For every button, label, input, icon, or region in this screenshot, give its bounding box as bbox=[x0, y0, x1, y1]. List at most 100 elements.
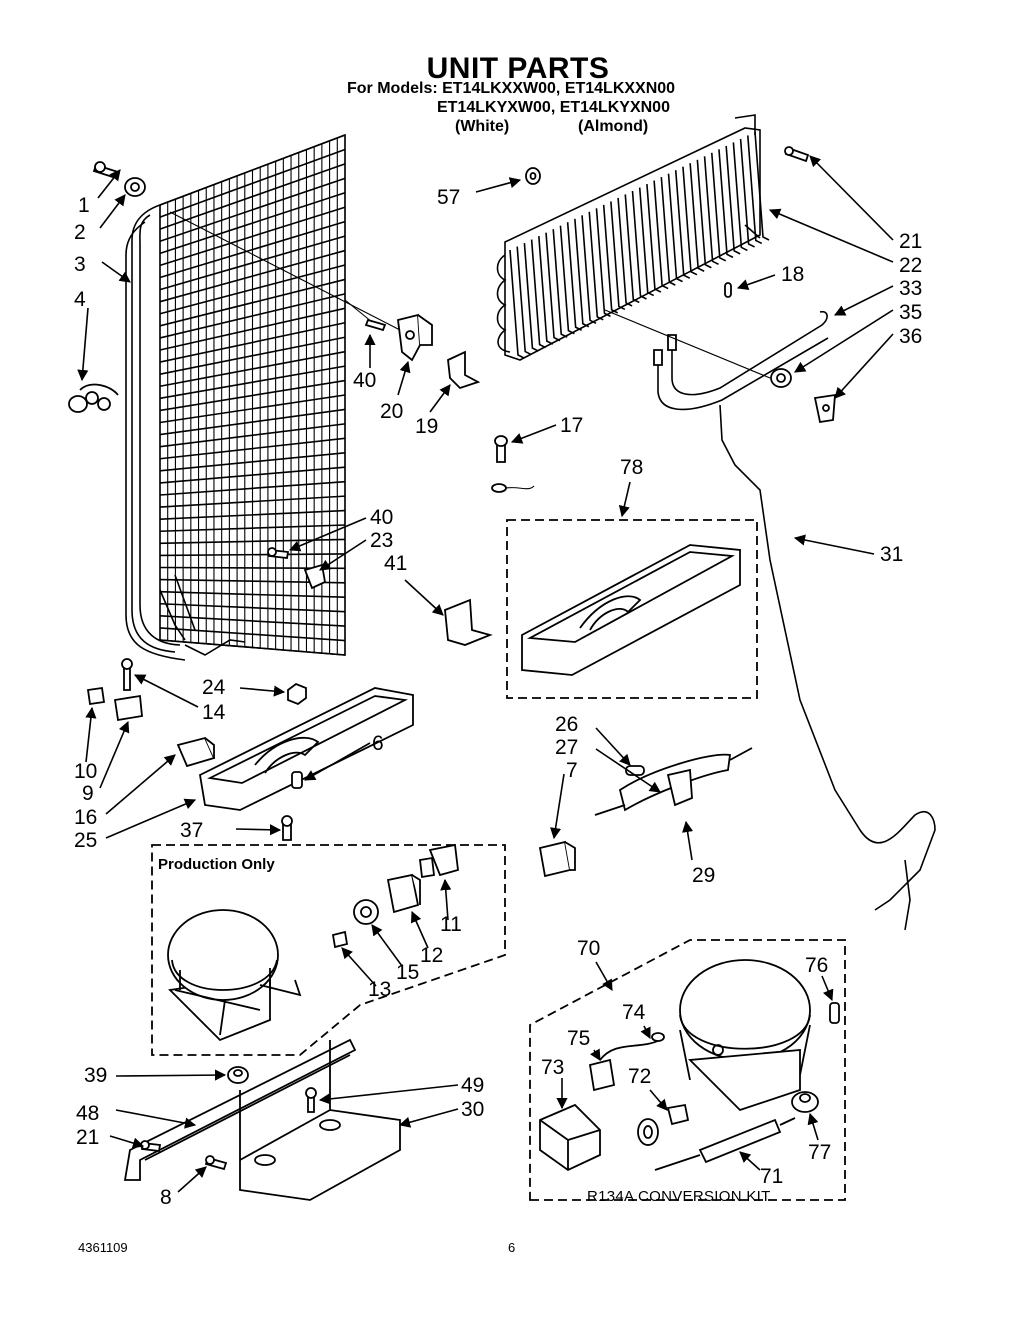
callout-49: 49 bbox=[461, 1074, 485, 1097]
callout-74: 74 bbox=[622, 1001, 646, 1024]
doc-number: 4361109 bbox=[78, 1240, 128, 1255]
callout-14: 14 bbox=[202, 701, 226, 724]
color-white-label: (White) bbox=[455, 118, 510, 135]
callout-16: 16 bbox=[74, 806, 98, 829]
bracket-part-19 bbox=[447, 350, 481, 390]
condenser-drawing bbox=[125, 133, 346, 661]
conversion-kit-label: R134A CONVERSION KIT bbox=[587, 1188, 771, 1205]
bracket-part-41 bbox=[444, 598, 493, 646]
callout-39: 39 bbox=[84, 1064, 108, 1087]
callout-15: 15 bbox=[396, 961, 420, 984]
page-title: UNIT PARTS bbox=[426, 52, 610, 85]
callout-70: 70 bbox=[577, 937, 601, 960]
callout-75: 75 bbox=[567, 1027, 591, 1050]
callout-40b: 40 bbox=[370, 506, 394, 529]
callout-72: 72 bbox=[628, 1065, 652, 1088]
screw-part-37 bbox=[281, 815, 293, 841]
drain-pan-part-25 bbox=[199, 687, 414, 811]
callout-33: 33 bbox=[899, 277, 923, 300]
callout-1: 1 bbox=[78, 194, 90, 217]
callout-78: 78 bbox=[620, 456, 644, 479]
cover-part-73 bbox=[539, 1103, 601, 1172]
drier-part-27 bbox=[594, 747, 753, 816]
callout-35: 35 bbox=[899, 301, 923, 324]
callout-13: 13 bbox=[368, 978, 392, 1001]
screw-part-14 bbox=[121, 658, 133, 691]
callout-6: 6 bbox=[372, 732, 384, 755]
compressor-drawing bbox=[167, 909, 302, 1042]
callout-19: 19 bbox=[415, 415, 439, 438]
callout-21b: 21 bbox=[76, 1126, 100, 1149]
part-6 bbox=[291, 771, 303, 789]
drain-tray-part-78 bbox=[521, 544, 741, 676]
callout-8: 8 bbox=[160, 1186, 172, 1209]
callout-23: 23 bbox=[370, 529, 394, 552]
callout-73: 73 bbox=[541, 1056, 565, 1079]
callout-40: 40 bbox=[353, 369, 377, 392]
part-11 bbox=[419, 843, 459, 879]
part-12 bbox=[386, 873, 421, 914]
callout-41: 41 bbox=[384, 552, 408, 575]
screw-part-40 bbox=[267, 547, 290, 559]
kit-compressor-drawing bbox=[679, 959, 811, 1112]
callout-2: 2 bbox=[74, 221, 86, 244]
callout-7: 7 bbox=[566, 759, 578, 782]
callout-10: 10 bbox=[74, 760, 98, 783]
part-72 bbox=[637, 1103, 690, 1146]
callout-11: 11 bbox=[440, 913, 462, 936]
nut-part-24 bbox=[287, 682, 307, 706]
clip-part-23 bbox=[303, 563, 327, 590]
bracket-part-20 bbox=[364, 313, 433, 362]
page-number: 6 bbox=[508, 1240, 516, 1255]
callout-48: 48 bbox=[76, 1102, 100, 1125]
callout-21: 21 bbox=[899, 230, 923, 253]
callout-18: 18 bbox=[781, 263, 805, 286]
callout-12: 12 bbox=[420, 944, 444, 967]
part-76 bbox=[829, 1002, 840, 1024]
color-almond-label: (Almond) bbox=[578, 118, 649, 135]
callout-76: 76 bbox=[805, 954, 829, 977]
drier-part-71 bbox=[654, 1117, 796, 1171]
screw-part-49 bbox=[305, 1087, 317, 1113]
tube-part-33 bbox=[653, 310, 829, 411]
grommet-part-39 bbox=[227, 1066, 249, 1084]
callout-9: 9 bbox=[82, 782, 94, 805]
callout-36: 36 bbox=[899, 325, 923, 348]
callout-25: 25 bbox=[74, 829, 98, 852]
relay-part-75 bbox=[588, 1039, 661, 1092]
part-15 bbox=[353, 899, 379, 925]
callout-29: 29 bbox=[692, 864, 716, 887]
evaporator-drawing bbox=[496, 114, 770, 361]
callout-30: 30 bbox=[461, 1098, 485, 1121]
clip-part-4 bbox=[68, 383, 119, 413]
callout-17: 17 bbox=[560, 414, 584, 437]
production-only-label: Production Only bbox=[158, 856, 275, 873]
grommet-part-2 bbox=[124, 177, 146, 197]
callout-26: 26 bbox=[555, 713, 579, 736]
callout-22: 22 bbox=[899, 254, 923, 277]
callout-4: 4 bbox=[74, 288, 86, 311]
part-10 bbox=[86, 686, 143, 722]
screw-part-8 bbox=[204, 1155, 228, 1171]
grommet-part-77 bbox=[791, 1091, 819, 1113]
models-line-1: For Models: ET14LKXXW00, ET14LKXXN00 bbox=[347, 80, 676, 97]
callout-57: 57 bbox=[437, 186, 461, 209]
screw-part-1 bbox=[92, 161, 120, 180]
base-rail-part-48 bbox=[123, 1038, 357, 1181]
part-74 bbox=[651, 1032, 665, 1042]
callout-20: 20 bbox=[380, 400, 404, 423]
clip-part-36 bbox=[813, 393, 836, 424]
callout-31: 31 bbox=[880, 543, 904, 566]
relay-part-16 bbox=[176, 736, 216, 768]
callout-24: 24 bbox=[202, 676, 226, 699]
callout-37: 37 bbox=[180, 819, 204, 842]
grommet-part-35 bbox=[770, 368, 792, 388]
part-7 bbox=[538, 840, 576, 878]
clip-part-17 bbox=[491, 435, 535, 493]
clip-part-18 bbox=[724, 282, 732, 298]
callout-77: 77 bbox=[808, 1141, 832, 1164]
models-line-2: ET14LKYXW00, ET14LKYXN00 bbox=[437, 99, 670, 116]
washer-part-57 bbox=[525, 167, 541, 185]
callout-27: 27 bbox=[555, 736, 579, 759]
